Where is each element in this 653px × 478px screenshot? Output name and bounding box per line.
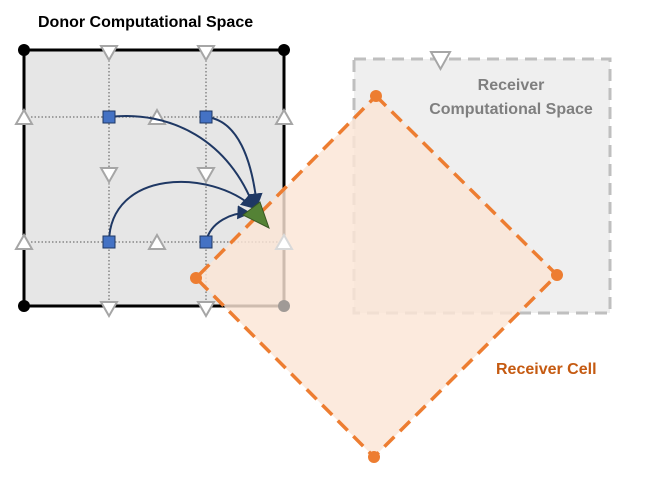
down-triangle-icon [196, 45, 216, 63]
interpolation-arrow [205, 116, 263, 208]
corner-dot-icon [278, 44, 290, 56]
corner-dot-icon [18, 300, 30, 312]
up-triangle-icon [274, 107, 294, 125]
face-markers [14, 45, 294, 319]
receiver-cell-label: Receiver Cell [496, 361, 597, 378]
receiver-vertex-dot-icon [551, 269, 563, 281]
receiver-space-title-line1: Receiver [478, 77, 545, 94]
corner-dot-icon [278, 300, 290, 312]
down-triangle-icon [429, 51, 452, 72]
blue-square-icon [102, 110, 116, 124]
receiver-vertex-dot-icon [370, 90, 382, 102]
down-triangle-icon [99, 167, 119, 185]
down-triangle-icon [99, 45, 119, 63]
down-triangle-icon [99, 301, 119, 319]
up-triangle-icon [14, 232, 34, 250]
cell-centers [102, 110, 213, 249]
donor-space-title: Donor Computational Space [38, 14, 253, 31]
green-triangle-icon [242, 201, 270, 229]
down-triangle-icon [196, 301, 216, 319]
blue-square-icon [199, 110, 213, 124]
receiver-space-title-line2: Computational Space [429, 101, 593, 118]
blue-square-icon [102, 235, 116, 249]
receiver-vertex-dot-icon [368, 451, 380, 463]
down-triangle-icon [196, 167, 216, 185]
interpolation-arrows [108, 115, 263, 243]
up-triangle-icon [147, 232, 167, 250]
corner-dot-icon [18, 44, 30, 56]
up-triangle-icon [14, 107, 34, 125]
receiver-cell [190, 90, 563, 463]
interpolation-arrow [108, 180, 256, 243]
receiver-vertex-dot-icon [190, 272, 202, 284]
blue-square-icon [199, 235, 213, 249]
interpolation-arrow [108, 115, 258, 212]
up-triangle-icon [274, 232, 294, 250]
